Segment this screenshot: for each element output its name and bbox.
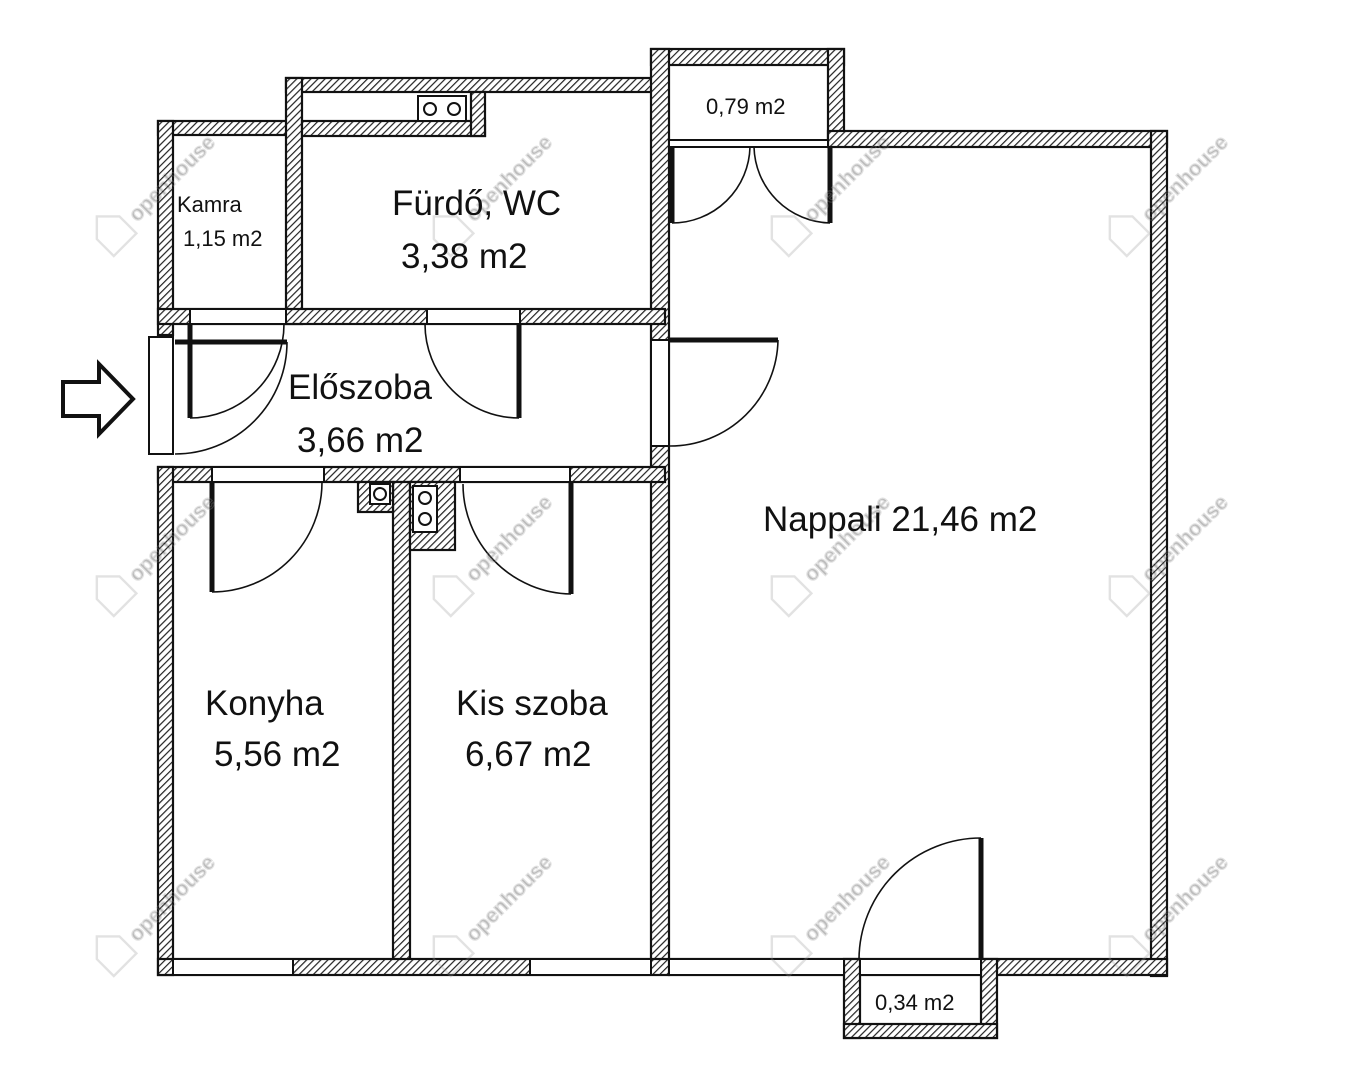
wall-bath-top: [284, 76, 667, 94]
window-south-right: [529, 958, 652, 976]
watermark-text: openhouse: [461, 491, 556, 586]
fixtures: [369, 95, 467, 533]
utility-outlet-icon: [373, 487, 387, 501]
wall-kitchen-partition: [391, 480, 412, 962]
wall-closet-top: [649, 47, 846, 67]
openings: [148, 139, 982, 976]
wall-bath-counter-end: [469, 90, 487, 138]
door-entrance-swing: [174, 341, 288, 455]
watermark-text: openhouse: [799, 851, 894, 946]
opening-kitchen: [211, 466, 325, 483]
wall-spine: [649, 47, 671, 976]
doors: [174, 146, 984, 960]
watermark-house-icon: [770, 935, 814, 978]
door-closet-right-swing: [753, 146, 831, 224]
watermark-house-icon: [95, 935, 139, 978]
label-furdo-area: 3,38 m2: [401, 237, 527, 276]
watermark-house-icon: [432, 935, 476, 978]
opening-spine: [650, 339, 670, 447]
wall-bath-counter: [300, 119, 487, 138]
watermark-house-icon: [1108, 215, 1152, 258]
window-balcony-door: [859, 958, 982, 976]
window-kitchen-south: [172, 958, 294, 976]
watermark-house-icon: [95, 215, 139, 258]
opening-bath: [426, 308, 521, 325]
door-nappali-swing: [669, 339, 779, 447]
watermark-house-icon: [432, 215, 476, 258]
label-eloszoba-name: Előszoba: [288, 368, 433, 407]
closet-front: [668, 139, 829, 148]
door-bath-swing: [424, 323, 520, 419]
label-konyha-area: 5,56 m2: [214, 735, 340, 774]
wall-kamra-top: [156, 119, 296, 137]
label-nappali: Nappali 21,46 m2: [763, 500, 1037, 539]
watermark-house-icon: [432, 575, 476, 618]
entrance-frame: [148, 336, 174, 455]
door-kamra-swing: [189, 323, 285, 419]
utility-outlet-icon: [418, 491, 432, 505]
watermark-house-icon: [95, 575, 139, 618]
watermark-logo: openhouse: [95, 850, 220, 978]
door-kitchen-swing: [211, 481, 323, 593]
label-furdo-name: Fürdő, WC: [392, 184, 561, 223]
door-kisszoba-swing: [462, 483, 572, 595]
door-closet-left-swing: [671, 146, 751, 224]
watermark-text: openhouse: [461, 851, 556, 946]
label-closet-area: 0,79 m2: [706, 94, 786, 119]
wall-balcony-bottom: [842, 1022, 999, 1040]
watermark-house-icon: [770, 575, 814, 618]
watermark-logo: openhouse: [95, 490, 220, 618]
watermark-house-icon: [1108, 575, 1152, 618]
burner-icon: [447, 102, 461, 116]
utility-outlet-icon: [418, 512, 432, 526]
opening-kamra: [189, 308, 287, 325]
watermark-logo: openhouse: [432, 850, 557, 978]
watermark-house-icon: [770, 215, 814, 258]
wall-bath-west: [284, 76, 304, 326]
wall-west-upper: [156, 119, 175, 337]
label-balcony-area: 0,34 m2: [875, 990, 955, 1015]
walls: [156, 47, 1169, 1040]
watermark-house-icon: [1108, 935, 1152, 978]
label-kisszoba-area: 6,67 m2: [465, 735, 591, 774]
label-konyha-name: Konyha: [205, 684, 324, 723]
label-kamra-area: 1,15 m2: [183, 226, 263, 251]
opening-kisszoba: [459, 466, 571, 483]
label-kisszoba-name: Kis szoba: [456, 684, 608, 723]
burner-icon: [423, 102, 437, 116]
entrance-arrow-icon: [61, 359, 136, 439]
label-kamra-name: Kamra: [177, 192, 243, 217]
label-eloszoba-area: 3,66 m2: [297, 421, 423, 460]
door-balcony-swing: [858, 837, 982, 960]
watermark-logo: openhouse: [770, 850, 895, 978]
room-labels: Kamra 1,15 m2 Fürdő, WC 3,38 m2 0,79 m2 …: [177, 94, 1037, 1015]
window-nappali-south: [668, 958, 845, 976]
